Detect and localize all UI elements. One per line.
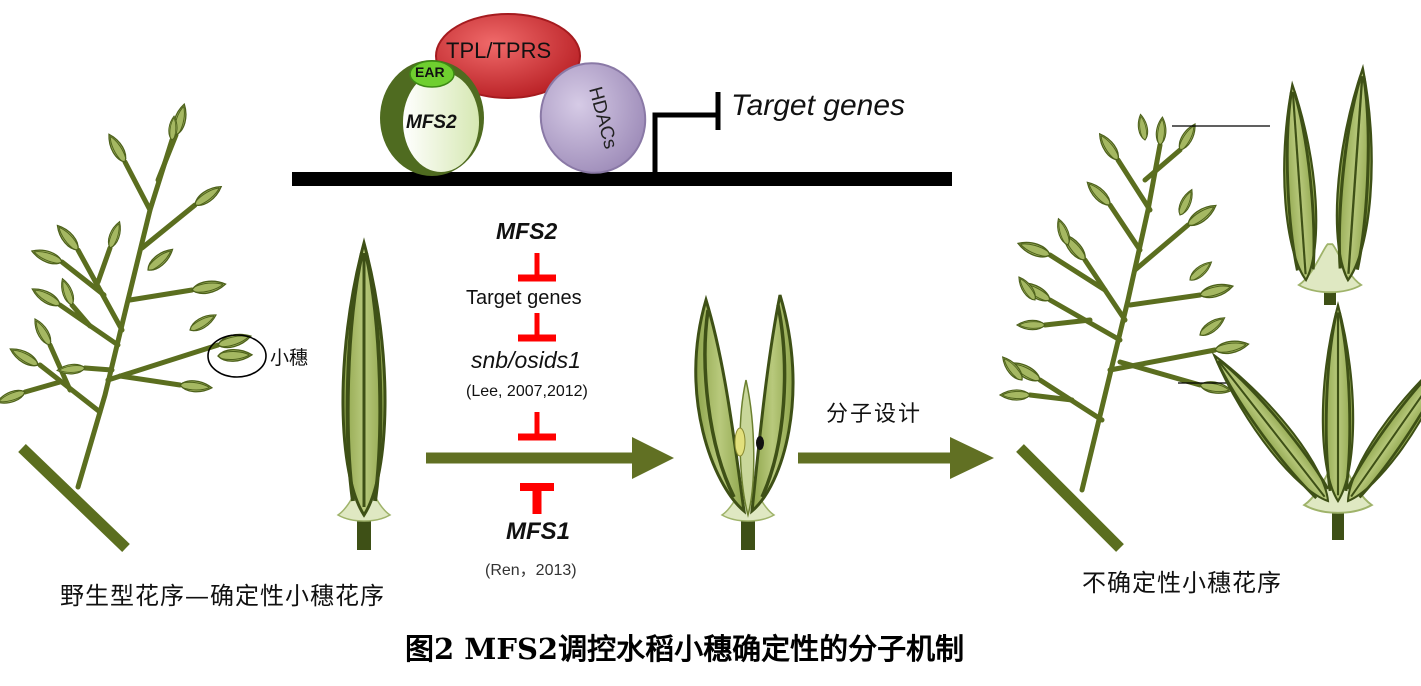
pathway-mfs1: MFS1: [506, 518, 571, 545]
indeterminate-inflorescence: [998, 113, 1270, 552]
wild-type-label: 野生型花序—确定性小穗花序: [60, 582, 385, 610]
molecular-design-label: 分子设计: [826, 402, 923, 427]
single-spikelet: [337, 241, 391, 550]
pathway-snb-osids1: snb/osids1: [471, 347, 581, 373]
target-genes-title: Target genes: [731, 89, 906, 122]
open-spikelet: [694, 294, 795, 550]
pathway-target-genes: Target genes: [466, 287, 582, 309]
indeterminate-label: 不确定性小穗花序: [1082, 569, 1282, 597]
ear-label: EAR: [415, 64, 445, 80]
spikelet-label: 小穗: [270, 347, 309, 369]
tpl-tprs-label: TPL/TPRS: [446, 38, 552, 63]
figure-caption: 图2 MFS2调控水稻小穗确定性的分子机制: [405, 632, 965, 666]
pathway-mfs2: MFS2: [496, 218, 558, 244]
indeterminate-spikelet-top: [1275, 65, 1381, 305]
wild-type-inflorescence: [0, 102, 267, 552]
pathway-snb-reference: (Lee, 2007,2012): [466, 383, 588, 400]
indeterminate-spikelet-bottom: [1201, 303, 1421, 540]
pathway-mfs1-reference: (Ren，2013): [485, 562, 577, 579]
mfs2-protein-label: MFS2: [406, 112, 457, 133]
